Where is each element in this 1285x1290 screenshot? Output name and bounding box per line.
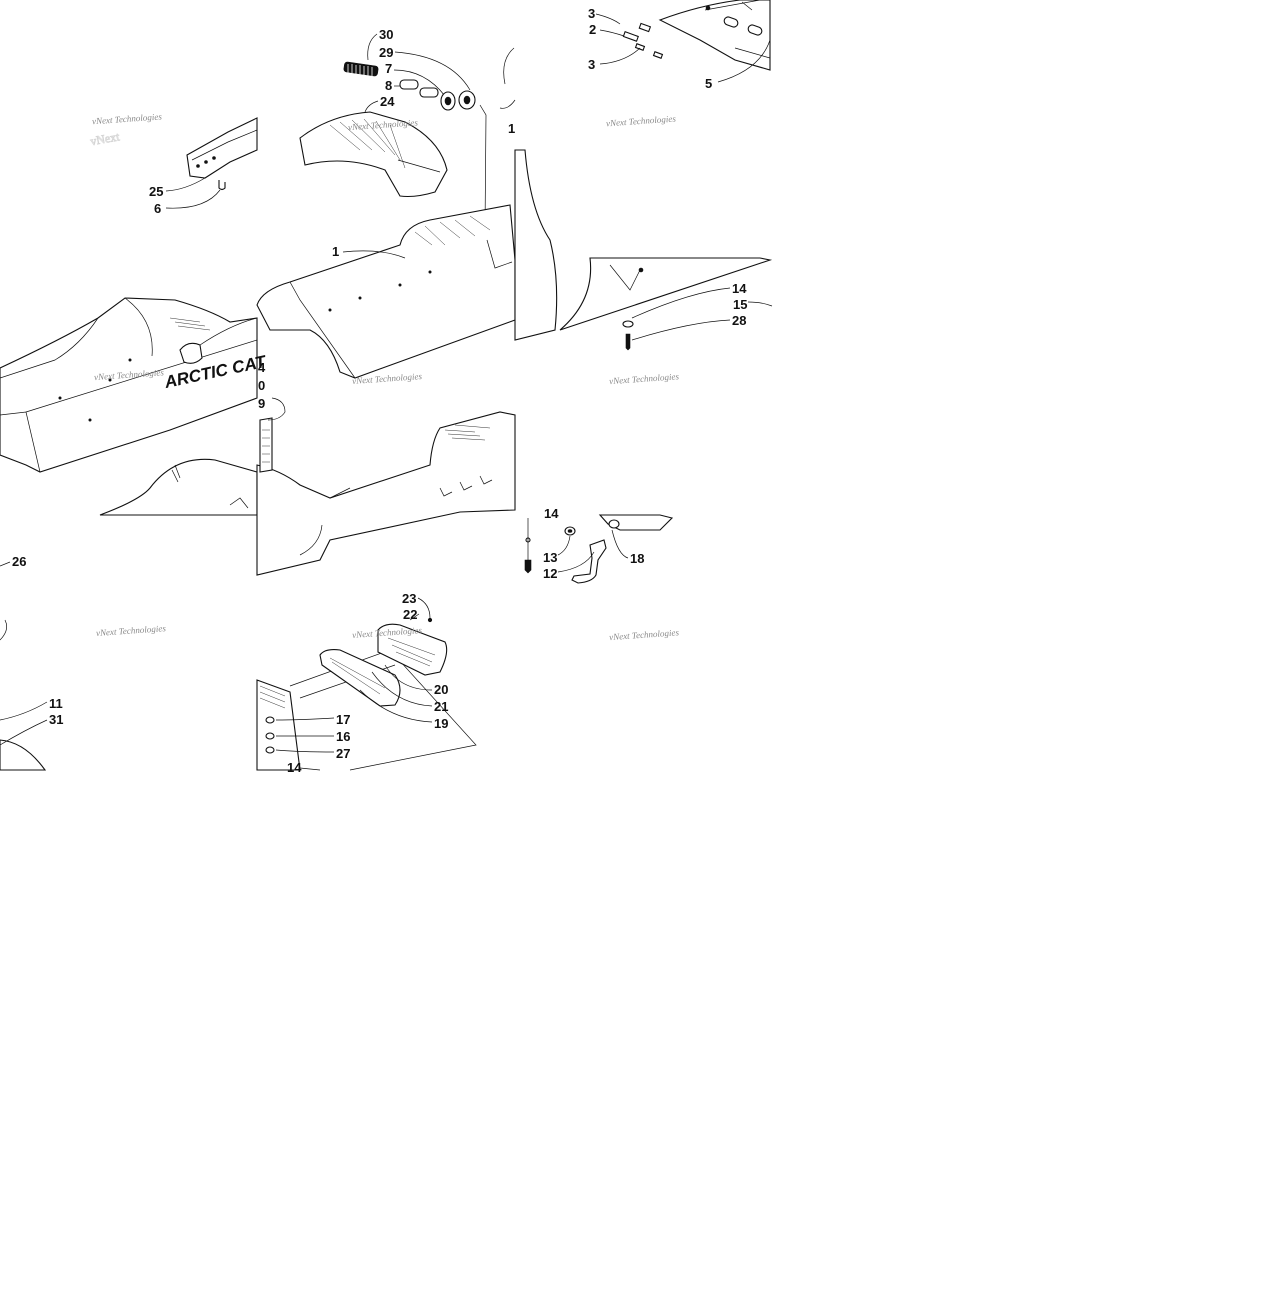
callout-19: 19 <box>434 716 448 731</box>
tile-top-left: 25 6 <box>149 117 258 216</box>
seat-rear-end-drawing <box>186 117 258 179</box>
tile-bottom-left: 26 11 31 <box>0 554 63 771</box>
watermark: vNext Technologies <box>348 117 419 132</box>
callout-3b: 3 <box>588 57 595 72</box>
tile-middle-left: ARCTIC CAT <box>0 297 269 516</box>
tunnel-part <box>559 257 773 331</box>
callout-24: 24 <box>380 94 395 109</box>
callout-21: 21 <box>434 699 448 714</box>
watermark: vNext Technologies <box>352 625 423 640</box>
callout-14b: 14 <box>544 506 559 521</box>
watermark: vNext Technologies <box>606 113 677 128</box>
harness-part-12 <box>571 539 607 584</box>
callout-16: 16 <box>336 729 350 744</box>
callout-12: 12 <box>543 566 557 581</box>
tile-bottom-right: 14 13 12 18 <box>524 506 674 584</box>
callout-1-top: 1 <box>508 121 515 136</box>
screw-part-28 <box>625 333 631 351</box>
tank-lower-part <box>99 458 258 516</box>
callout-11: 11 <box>49 696 63 711</box>
tile-top-middle: 30 29 7 8 1 24 <box>256 27 516 379</box>
callout-20: 20 <box>434 682 448 697</box>
callout-1: 1 <box>332 244 339 259</box>
tile-top-right: 3 2 3 5 <box>588 0 771 91</box>
callout-28: 28 <box>732 313 746 328</box>
callout-4: 4 <box>258 360 266 375</box>
callout-15: 15 <box>733 297 747 312</box>
callout-7: 7 <box>385 61 392 76</box>
callout-25: 25 <box>149 184 163 199</box>
grommet-part <box>747 24 763 36</box>
callout-30: 30 <box>379 27 393 42</box>
callout-14c: 14 <box>287 760 302 775</box>
grommet-part <box>723 16 739 28</box>
spring-part-30 <box>343 61 379 78</box>
callout-0: 0 <box>258 378 265 393</box>
callout-27: 27 <box>336 746 350 761</box>
watermarks: vNext vNext Technologies vNext Technolog… <box>89 111 680 642</box>
seat-badge <box>179 342 203 364</box>
callout-6: 6 <box>154 201 161 216</box>
filler-neck-part <box>259 417 273 473</box>
deflector-part-24 <box>299 111 448 198</box>
clip-part-6 <box>218 180 226 191</box>
watermark: vNext Technologies <box>609 371 680 386</box>
seat-part <box>0 297 258 473</box>
bolt-part-2 <box>622 31 639 42</box>
pin-part-8 <box>419 87 439 98</box>
watermark: vNext Technologies <box>352 371 423 386</box>
hood-edge-part <box>0 739 47 771</box>
screw-part <box>524 559 532 574</box>
callout-22: 22 <box>403 607 417 622</box>
washer-part-14 <box>622 320 634 328</box>
callout-2: 2 <box>589 22 596 37</box>
watermark: vNext Technologies <box>92 111 163 126</box>
svg-text:vNext: vNext <box>89 129 121 148</box>
tile-middle-right: 14 15 28 <box>514 149 773 351</box>
callout-29: 29 <box>379 45 393 60</box>
callout-13: 13 <box>543 550 557 565</box>
watermark: vNext Technologies <box>96 623 167 638</box>
lens-frame-part-19 <box>319 649 401 707</box>
tank-center-part <box>256 411 516 576</box>
tile-center: 4 0 9 <box>256 360 516 576</box>
lens-part-22 <box>377 623 448 676</box>
callout-26: 26 <box>12 554 26 569</box>
watermark: vNext Technologies <box>94 367 165 382</box>
watermark: vNext Technologies <box>609 627 680 642</box>
screw-part-23 <box>427 617 433 623</box>
callout-9: 9 <box>258 396 265 411</box>
tile-bottom-middle: 23 22 20 21 19 17 16 27 14 <box>256 591 477 775</box>
callout-3a: 3 <box>588 6 595 21</box>
callout-14a: 14 <box>732 281 747 296</box>
callout-31: 31 <box>49 712 63 727</box>
pin-part-7 <box>399 79 419 90</box>
callout-5: 5 <box>705 76 712 91</box>
callout-18: 18 <box>630 551 644 566</box>
callout-23: 23 <box>402 591 416 606</box>
callout-17: 17 <box>336 712 350 727</box>
tank-part-1 <box>256 204 516 379</box>
callout-8: 8 <box>385 78 392 93</box>
